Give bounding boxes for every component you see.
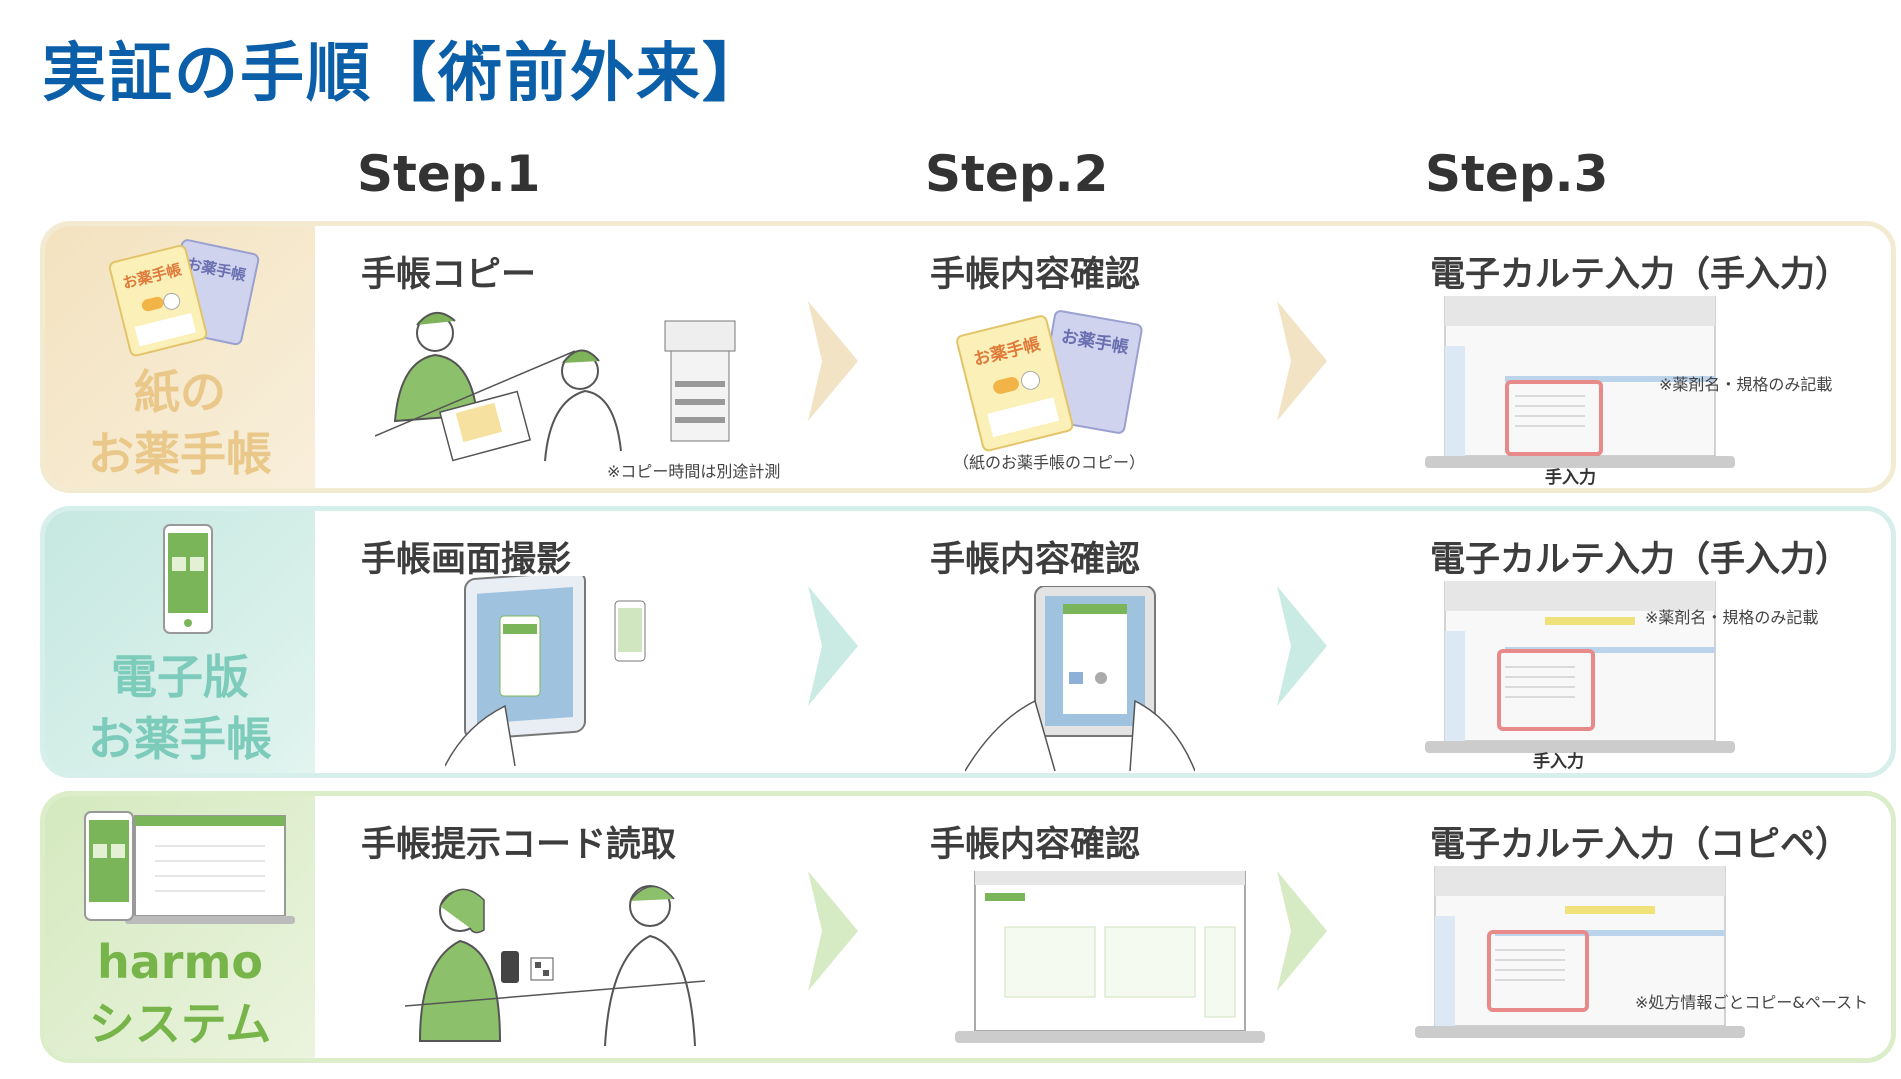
code-reading-illustration [405,885,706,1047]
step2-title-confirm: 手帳内容確認 [930,540,1141,580]
harmo-devices-icon [84,811,295,924]
step1-title-code-read: 手帳提示コード読取 [361,825,677,865]
row-electronic-notebook: 電子版 お薬手帳 手帳画面撮影 手帳内容確認 電子カルテ入力（手入力） [40,506,1896,778]
row-harmo-side-panel: harmo システム [45,796,315,1058]
step1-title-photo: 手帳画面撮影 [361,540,572,580]
copy-paste-note: ※処方情報ごとコピー&ペースト [1635,993,1869,1012]
drug-name-note: ※薬剤名・規格のみ記載 [1645,608,1819,627]
copy-time-note: ※コピー時間は別途計測 [607,462,781,481]
row-harmo-system: harmo システム 手帳提示コード読取 手帳内容確認 電子カルテ入力（コピペ） [40,791,1896,1063]
page-title: 実証の手順【術前外来】 [42,37,768,111]
drug-name-note: ※薬剤名・規格のみ記載 [1659,375,1833,394]
notebook-copy-illustration: お薬手帳 お薬手帳 [956,310,1143,452]
manual-input-label: 手入力 [1533,752,1584,772]
step3-title-ehr-copypaste: 電子カルテ入力（コピペ） [1430,825,1851,865]
row-paper-notebook: お薬手帳 お薬手帳 紙の お薬手帳 手帳コピー [40,221,1896,493]
step1-title-copy: 手帳コピー [361,255,537,295]
handing-notebook-illustration [375,312,736,462]
row-label-paper: 紙の お薬手帳 [88,365,272,481]
step2-title-confirm: 手帳内容確認 [930,255,1141,295]
manual-input-label: 手入力 [1545,468,1596,488]
step-3-header: Step.3 [1425,145,1609,203]
arrow-step1-to-step2 [808,871,858,991]
step3-title-ehr-manual: 電子カルテ入力（手入力） [1430,255,1851,295]
ehr-laptop-illustration [1425,296,1735,468]
step3-title-ehr-manual: 電子カルテ入力（手入力） [1430,540,1851,580]
harmo-screen-laptop-illustration [955,871,1265,1043]
ehr-laptop-illustration [1415,866,1745,1038]
ehr-laptop-illustration [1425,581,1735,753]
step-2-header: Step.2 [925,145,1109,203]
medicine-notebook-icon: お薬手帳 お薬手帳 [108,239,260,357]
row-label-harmo: harmo システム [88,935,272,1051]
arrow-step1-to-step2 [808,586,858,706]
row-electronic-side-panel: 電子版 お薬手帳 [45,511,315,773]
tablet-photo-illustration [445,576,646,767]
step2-title-confirm: 手帳内容確認 [930,825,1141,865]
arrow-step2-to-step3 [1277,871,1327,991]
step-1-header: Step.1 [357,145,541,203]
arrow-step1-to-step2 [808,301,858,421]
arrow-step2-to-step3 [1277,586,1327,706]
tablet-review-illustration [965,586,1195,772]
row-label-electronic: 電子版 お薬手帳 [88,650,272,766]
smartphone-icon [163,524,213,634]
paper-copy-note: （紙のお薬手帳のコピー） [953,453,1146,472]
row-paper-side-panel: お薬手帳 お薬手帳 紙の お薬手帳 [45,226,315,488]
arrow-step2-to-step3 [1277,301,1327,421]
